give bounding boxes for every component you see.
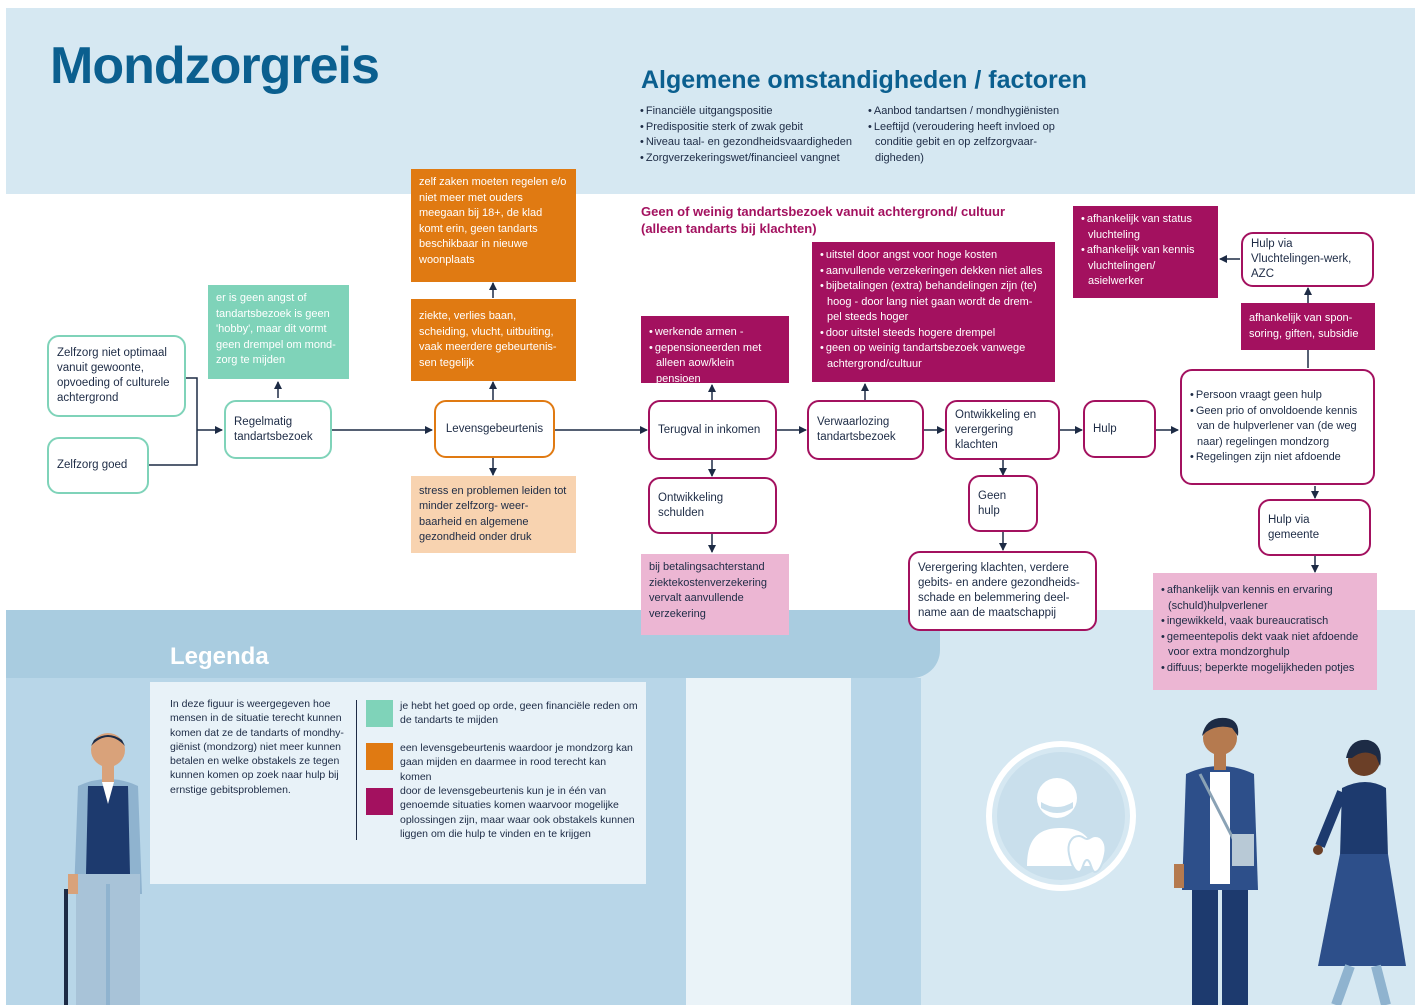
note-ziekte-verlies: ziekte, verlies baan, scheiding, vlucht,… bbox=[411, 299, 576, 381]
note-item: ingewikkeld, vaak bureaucratisch bbox=[1161, 614, 1369, 630]
legend-intro: In deze figuur is weergegeven hoe mensen… bbox=[170, 698, 344, 796]
note-item: Persoon vraagt geen hulp bbox=[1190, 388, 1365, 404]
note-verergering-klachten: Verergering klachten, verdere gebits- en… bbox=[908, 551, 1097, 631]
page-title: Mondzorgreis bbox=[50, 37, 380, 95]
node-ontwikkeling-klachten: Ontwikkeling en verergering klachten bbox=[945, 400, 1060, 460]
general-item: Financiële uitgangspositie bbox=[640, 104, 865, 120]
note-item: bijbetalingen (extra) behandelingen zijn… bbox=[820, 279, 1047, 326]
legend-item-magenta: door de levensgebeurtenis kun je in één … bbox=[400, 785, 635, 840]
general-item: Predispositie sterk of zwak gebit bbox=[640, 120, 865, 136]
legend-divider bbox=[356, 700, 357, 840]
legend-panel bbox=[150, 682, 646, 884]
note-kennis-ervaring: afhankelijk van kennis en ervaring (schu… bbox=[1153, 573, 1377, 690]
legend-swatch-teal bbox=[366, 700, 393, 727]
note-geen-angst: er is geen angst of tandartsbezoek is ge… bbox=[208, 285, 349, 379]
node-hulp-vluchtelingenwerk: Hulp via Vluchtelingen-werk, AZC bbox=[1241, 232, 1374, 287]
note-item: Geen prio of onvoldoende kennis van de h… bbox=[1190, 404, 1365, 451]
general-list-2: Aanbod tandartsen / mondhygiënisten Leef… bbox=[868, 104, 1073, 167]
note-uitstel-angst: uitstel door angst voor hoge kosten aanv… bbox=[812, 242, 1055, 382]
general-item: Aanbod tandartsen / mondhygiënisten bbox=[868, 104, 1073, 120]
node-hulp: Hulp bbox=[1083, 400, 1156, 458]
note-item: uitstel door angst voor hoge kosten bbox=[820, 248, 1047, 264]
legend-swatch-orange bbox=[366, 743, 393, 770]
note-betalingsachterstand: bij betalingsachterstand ziektekostenver… bbox=[641, 554, 789, 635]
node-verwaarlozing: Verwaarlozing tandartsbezoek bbox=[807, 400, 924, 460]
node-levensgebeurtenis: Levensgebeurtenis bbox=[434, 400, 555, 458]
note-item: afhankelijk van kennis en ervaring (schu… bbox=[1161, 583, 1369, 614]
note-item: diffuus; beperkte mogelijkheden potjes bbox=[1161, 661, 1369, 677]
note-item: Regelingen zijn niet afdoende bbox=[1190, 450, 1365, 466]
general-item: Leeftijd (veroudering heeft invloed op c… bbox=[868, 120, 1073, 167]
legend-item-teal: je hebt het goed op orde, geen financiël… bbox=[400, 700, 638, 727]
note-werkende-armen: werkende armen - gepensioneerden met all… bbox=[641, 316, 789, 385]
culture-heading: Geen of weinig tandartsbezoek vanuit ach… bbox=[641, 204, 1006, 236]
elderly-man-illustration bbox=[64, 733, 142, 1005]
door-frame bbox=[686, 678, 851, 1005]
node-zelfzorg-niet-optimaal: Zelfzorg niet optimaal vanuit gewoonte, … bbox=[47, 335, 186, 417]
note-item: afhankelijk van status vluchteling bbox=[1081, 212, 1210, 243]
note-zelf-zaken: zelf zaken moeten regelen e/o niet meer … bbox=[411, 169, 576, 282]
node-geen-hulp: Geen hulp bbox=[968, 475, 1038, 532]
note-status-vluchteling: afhankelijk van status vluchteling afhan… bbox=[1073, 206, 1218, 298]
note-persoon-vraagt-geen-hulp: Persoon vraagt geen hulp Geen prio of on… bbox=[1180, 369, 1375, 485]
note-item: afhankelijk van kennis vluchtelingen/ as… bbox=[1081, 243, 1210, 290]
legend-swatch-magenta bbox=[366, 788, 393, 815]
node-regelmatig-tandartsbezoek: Regelmatig tandartsbezoek bbox=[224, 400, 332, 459]
door-post bbox=[851, 678, 921, 1005]
note-item: door uitstel steeds hogere drempel bbox=[820, 326, 1047, 342]
legend-item-orange: een levensgebeurtenis waardoor je mondzo… bbox=[400, 742, 633, 783]
general-heading: Algemene omstandigheden / factoren bbox=[641, 66, 1087, 94]
note-item: werkende armen - bbox=[649, 325, 781, 341]
node-terugval-inkomen: Terugval in inkomen bbox=[648, 400, 777, 460]
woman-walking-illustration bbox=[1313, 739, 1406, 1005]
note-item: aanvullende verzekeringen dekken niet al… bbox=[820, 264, 1047, 280]
dentist-tooth-icon bbox=[986, 741, 1136, 891]
note-sponsoring: afhankelijk van spon-soring, giften, sub… bbox=[1241, 303, 1375, 350]
note-item: geen op weinig tandartsbezoek vanwege ac… bbox=[820, 341, 1047, 372]
general-item: Niveau taal- en gezondheidsvaardigheden bbox=[640, 135, 865, 151]
node-ontwikkeling-schulden: Ontwikkeling schulden bbox=[648, 477, 777, 534]
node-zelfzorg-goed: Zelfzorg goed bbox=[47, 437, 149, 494]
note-item: gepensioneerden met alleen aow/klein pen… bbox=[649, 341, 781, 388]
note-item: gemeentepolis dekt vaak niet afdoende vo… bbox=[1161, 630, 1369, 661]
legend-heading: Legenda bbox=[170, 643, 269, 670]
general-item: Zorgverzekeringswet/financieel vangnet bbox=[640, 151, 865, 167]
note-stress: stress en problemen leiden tot minder ze… bbox=[411, 476, 576, 553]
man-with-bag-illustration bbox=[1174, 717, 1258, 1005]
node-hulp-gemeente: Hulp via gemeente bbox=[1258, 499, 1371, 556]
general-list-1: Financiële uitgangspositie Predispositie… bbox=[640, 104, 865, 167]
